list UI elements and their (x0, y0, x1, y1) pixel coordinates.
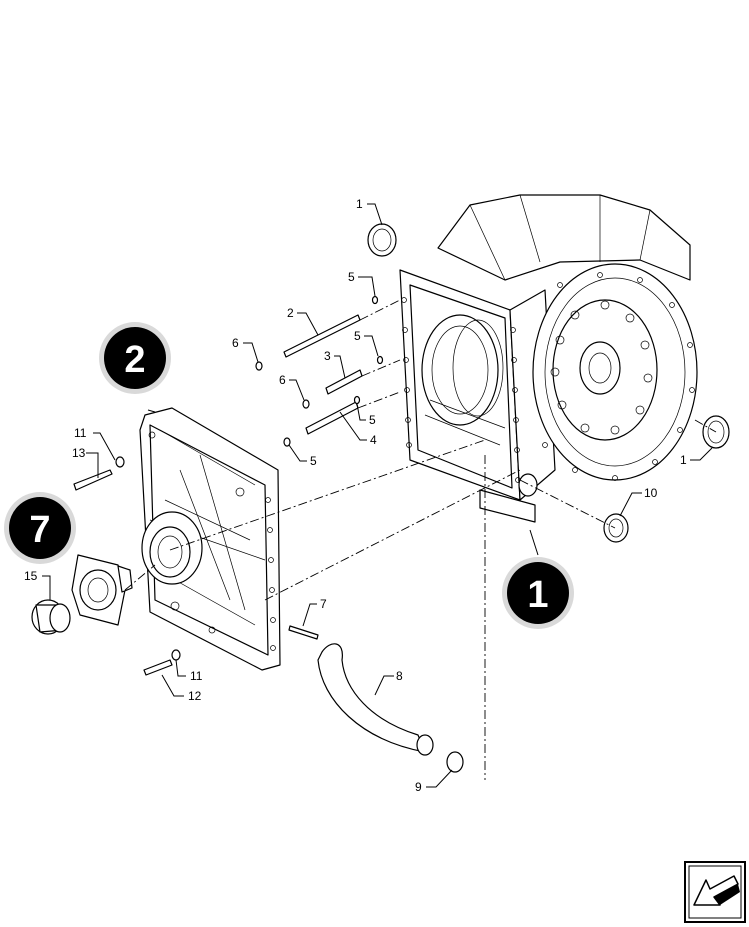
flange-bolts (542, 272, 695, 481)
callout-1-top: 1 (356, 197, 363, 211)
frame-bolt-holes (401, 297, 521, 483)
bolt-12 (143, 649, 181, 676)
callout-15: 15 (24, 569, 38, 583)
svg-text:7: 7 (29, 509, 50, 551)
callout-1-right: 1 (680, 453, 687, 467)
badge-1: 1 (502, 557, 574, 629)
seal-ring-top (367, 223, 397, 257)
o-ring-9 (446, 751, 464, 773)
back-arrow-icon[interactable] (684, 861, 746, 923)
centerline-f (124, 564, 156, 591)
badge-7: 7 (4, 492, 76, 564)
callout-5-middle: 5 (354, 329, 361, 343)
rear-cover-plate (139, 407, 281, 671)
rod-4 (305, 401, 359, 435)
yoke-cap (31, 599, 71, 635)
centerline-d (519, 479, 616, 529)
callout-9: 9 (415, 780, 422, 794)
svg-text:2: 2 (124, 339, 145, 381)
callout-10: 10 (644, 486, 658, 500)
callout-7-pin: 7 (320, 597, 327, 611)
callout-5-lower: 5 (310, 454, 317, 468)
bolt-13 (73, 456, 125, 491)
output-yoke (71, 554, 133, 626)
callout-6-upper: 6 (232, 336, 239, 350)
callout-5-right: 5 (369, 413, 376, 427)
callout-6-lower: 6 (279, 373, 286, 387)
leader-lines (42, 203, 713, 788)
callout-2: 2 (287, 306, 294, 320)
callout-5-top: 5 (348, 270, 355, 284)
svg-text:1: 1 (527, 574, 548, 616)
callout-12: 12 (188, 689, 202, 703)
callout-3: 3 (324, 349, 331, 363)
rod-2 (283, 314, 361, 358)
centerline-a (169, 439, 486, 551)
callout-11-lower: 11 (190, 669, 203, 683)
callout-11-upper: 11 (74, 426, 87, 440)
sleeve-10 (603, 513, 629, 543)
callout-13: 13 (72, 446, 86, 460)
callout-4: 4 (370, 433, 377, 447)
pin-7 (288, 625, 319, 640)
washers (255, 295, 384, 447)
tube-8 (317, 643, 434, 756)
callout-8: 8 (396, 669, 403, 683)
transmission-housing (399, 194, 698, 523)
badge-2: 2 (99, 322, 171, 394)
cover-bolt-holes (148, 431, 276, 651)
centerline-e (694, 419, 717, 433)
centerline-b (264, 469, 521, 601)
centerline-g (357, 299, 401, 409)
